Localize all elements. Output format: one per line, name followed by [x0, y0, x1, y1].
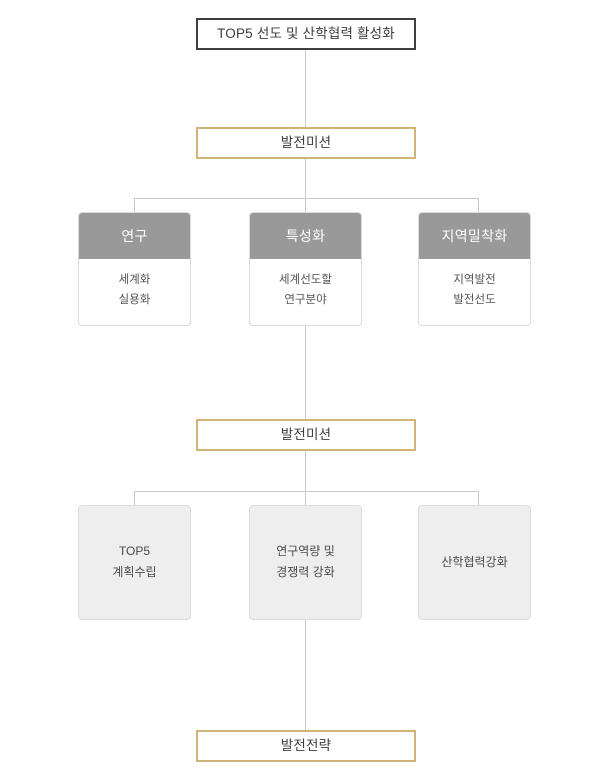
connector-bus-to-strategy-2: [305, 491, 306, 505]
pillar-card-local-engagement-header: 지역밀착화: [419, 213, 530, 259]
mission-banner-2-label: 발전미션: [280, 427, 332, 443]
pillar-card-specialization: 특성화 세계선도할 연구분야: [249, 212, 362, 326]
pillar-card-research: 연구 세계화 실용화: [78, 212, 191, 326]
pillar-card-local-engagement: 지역밀착화 지역발전 발전선도: [418, 212, 531, 326]
connector-bus-to-strategy-3: [478, 491, 479, 505]
connector-mission1-to-bus: [305, 159, 306, 198]
strategy-tile-top5-plan-line-1: TOP5: [118, 544, 151, 559]
pillar-card-research-line-2: 실용화: [118, 293, 151, 306]
connector-bus-to-pillar-2: [305, 198, 306, 212]
pillar-card-specialization-line-2: 연구분야: [284, 293, 327, 306]
pillar-card-local-engagement-body: 지역발전 발전선도: [419, 259, 530, 325]
pillar-card-research-line-1: 세계화: [118, 274, 151, 287]
title-box-label: TOP5 선도 및 산학협력 활성화: [217, 26, 395, 42]
connector-bus-to-strategy-1: [134, 491, 135, 505]
pillar-card-specialization-header-label: 특성화: [285, 228, 326, 244]
connector-bus-row2: [134, 491, 478, 492]
pillar-card-specialization-line-1: 세계선도할: [279, 274, 332, 287]
strategy-tile-industry-academic: 산학협력강화: [418, 505, 531, 620]
connector-bus-to-pillar-3: [478, 198, 479, 212]
connector-mission2-to-bus: [305, 451, 306, 491]
pillar-card-local-engagement-line-2: 발전선도: [453, 293, 496, 306]
pillar-card-research-header: 연구: [79, 213, 190, 259]
pillar-card-research-body: 세계화 실용화: [79, 259, 190, 325]
title-box: TOP5 선도 및 산학협력 활성화: [196, 18, 416, 50]
strategy-tile-industry-academic-line-1: 산학협력강화: [441, 554, 508, 569]
strategy-banner: 발전전략: [196, 730, 416, 762]
mission-banner-1: 발전미션: [196, 127, 416, 159]
pillar-card-research-header-label: 연구: [121, 228, 148, 244]
strategy-tile-research-capacity-line-2: 경쟁력 강화: [276, 565, 335, 579]
strategy-tile-research-capacity: 연구역량 및 경쟁력 강화: [249, 505, 362, 620]
mission-banner-1-label: 발전미션: [280, 135, 332, 151]
strategy-tile-top5-plan-line-2: 계획수립: [112, 565, 157, 579]
strategy-banner-label: 발전전략: [280, 738, 332, 754]
pillar-card-local-engagement-header-label: 지역밀착화: [441, 228, 508, 244]
mission-banner-2: 발전미션: [196, 419, 416, 451]
connector-bus-to-pillar-1: [134, 198, 135, 212]
pillar-card-specialization-body: 세계선도할 연구분야: [250, 259, 361, 325]
pillar-card-local-engagement-line-1: 지역발전: [453, 274, 496, 287]
strategy-tile-top5-plan: TOP5 계획수립: [78, 505, 191, 620]
strategy-tile-research-capacity-line-1: 연구역량 및: [276, 544, 335, 559]
pillar-card-specialization-header: 특성화: [250, 213, 361, 259]
connector-title-to-mission1: [305, 50, 306, 127]
connector-bus-row1: [134, 198, 478, 199]
